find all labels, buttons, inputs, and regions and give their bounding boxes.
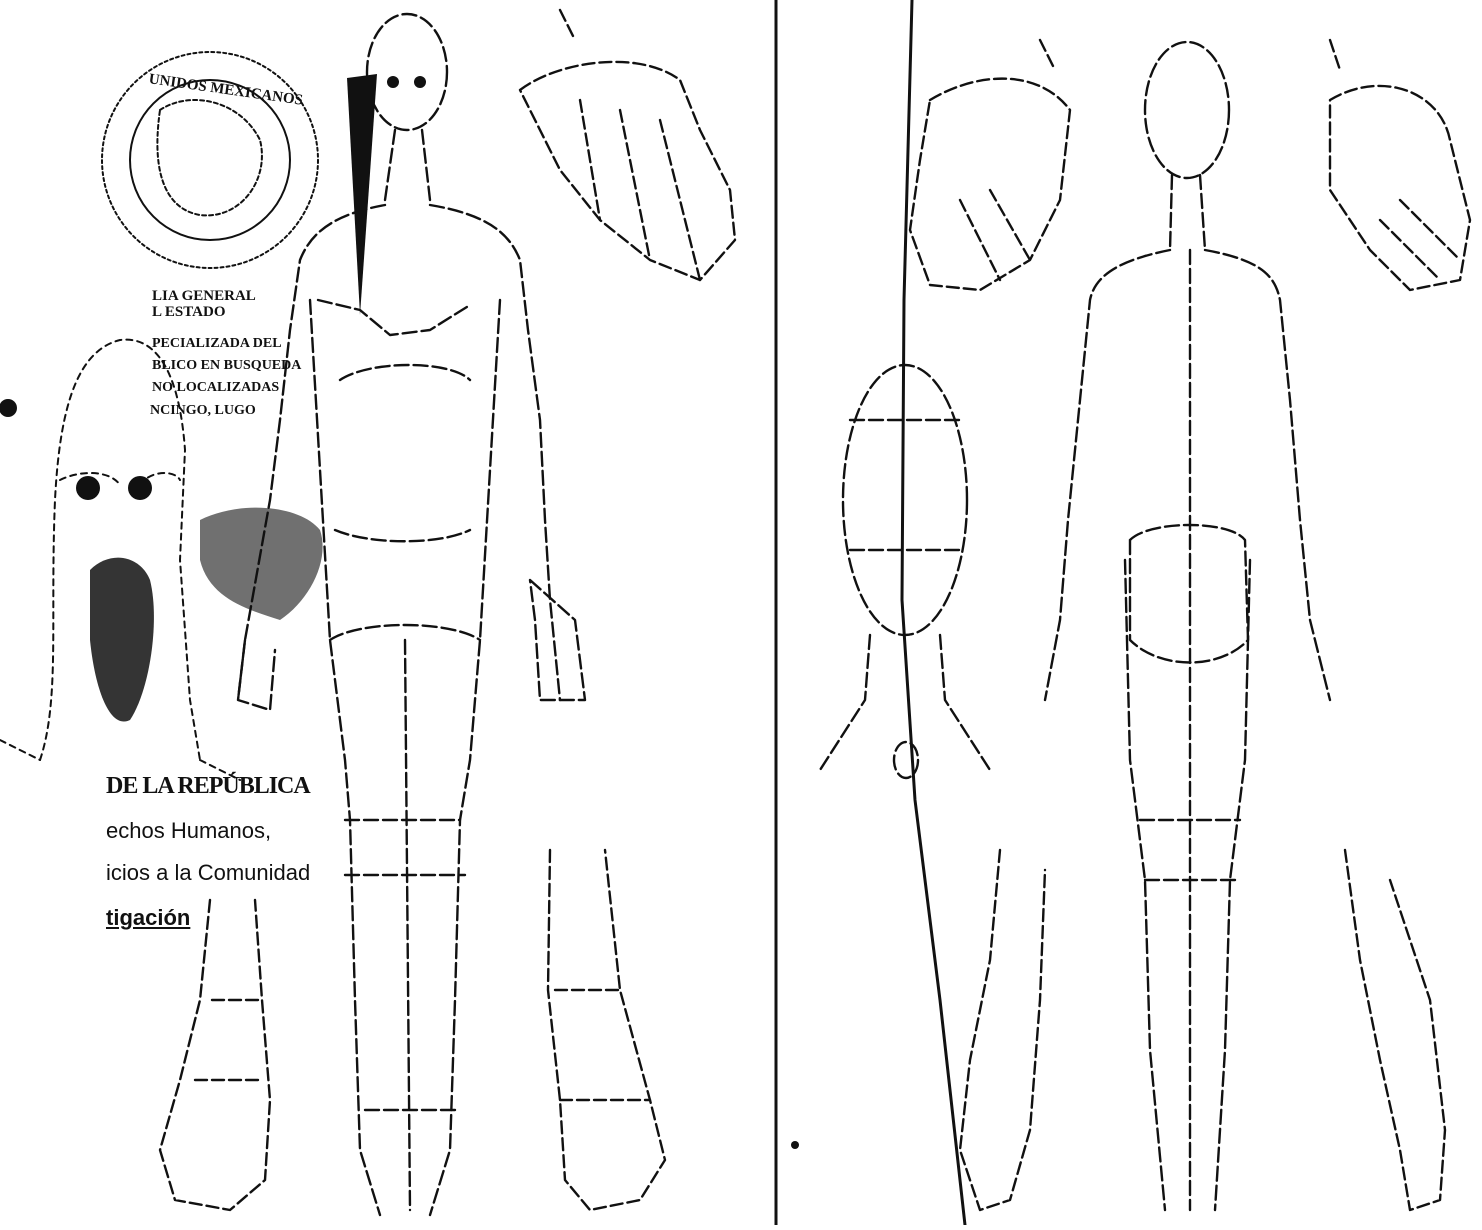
back-body-figure bbox=[1045, 42, 1330, 1210]
palm-hand-figure bbox=[520, 10, 735, 280]
back-foot-right-figure bbox=[1345, 850, 1445, 1210]
back-hand-left-figure bbox=[910, 40, 1070, 290]
stamp-line-1: DE LA REPÚBLICA bbox=[106, 773, 310, 800]
seal-line-1: LIA GENERAL bbox=[152, 288, 256, 305]
seal-line-3: PECIALIZADA DEL bbox=[152, 336, 282, 352]
pen-stroke bbox=[902, 0, 965, 1225]
stamp-line-4: tigación bbox=[106, 905, 190, 931]
stamp-line-3: icios a la Comunidad bbox=[106, 860, 310, 886]
back-head-figure bbox=[820, 365, 990, 778]
seal-line-2: L ESTADO bbox=[152, 304, 226, 321]
front-body-figure bbox=[238, 14, 585, 1215]
left-foot-figure bbox=[160, 900, 270, 1210]
seal-line-4: BLICO EN BUSQUEDA bbox=[152, 358, 301, 374]
seal-line-5: NO LOCALIZADAS bbox=[152, 380, 279, 396]
black-wedge-mark bbox=[347, 74, 377, 315]
right-foot-figure bbox=[548, 850, 665, 1210]
seal-line-6: NCINGO, LUGO bbox=[150, 403, 256, 419]
back-hand-right-figure bbox=[1330, 40, 1470, 290]
seal-ink-smudge bbox=[0, 399, 323, 722]
back-foot-left-figure bbox=[960, 850, 1045, 1210]
stamp-line-2: echos Humanos, bbox=[106, 818, 271, 844]
